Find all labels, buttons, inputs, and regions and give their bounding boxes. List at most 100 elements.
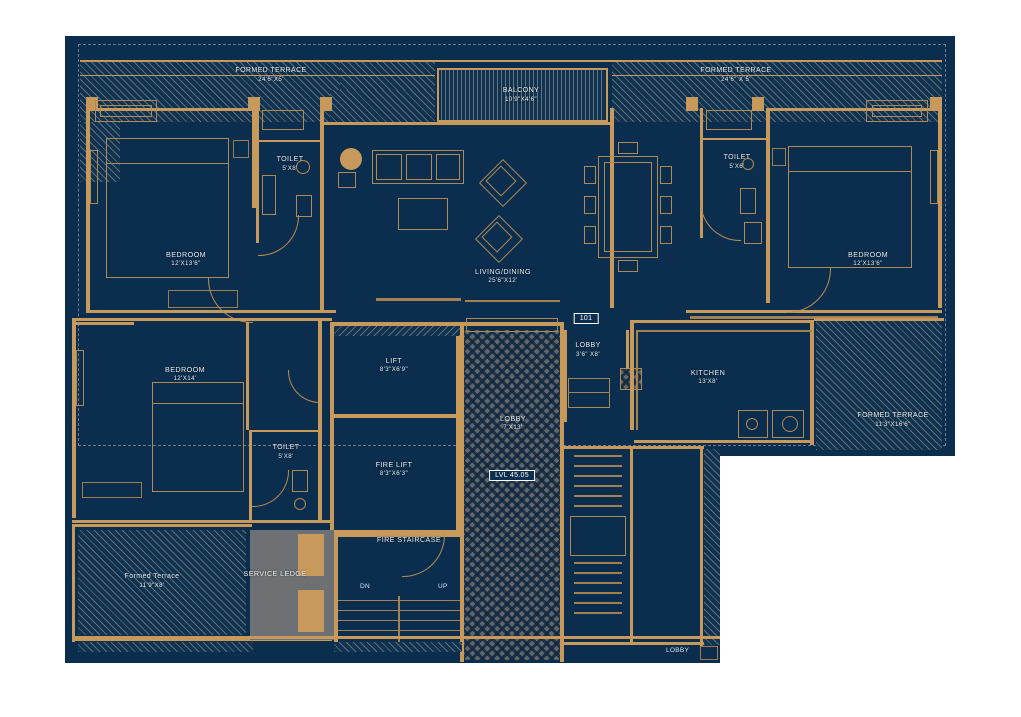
stair-stringer (398, 596, 400, 644)
sofa-main (372, 150, 464, 184)
room-label-toilet-mid-left: TOILET 5'X8' (273, 443, 300, 462)
wall-toilet-ml-top (249, 430, 321, 432)
wall-bedroom-tr-bottom (686, 310, 942, 313)
wall-lift-left (330, 322, 334, 537)
hob-appliance (738, 410, 768, 438)
room-label-fire-lift: FIRE LIFT 8'3"X6'3" (376, 460, 413, 479)
terrace-top-left-hatch-c (330, 90, 435, 123)
hob-burner (746, 418, 758, 430)
wardrobe (930, 150, 938, 204)
level-marker: LVL 45.05 (489, 470, 535, 481)
lobby-bottom-label: LOBBY (666, 647, 690, 654)
terrace-top-left-hatch-b (340, 62, 435, 90)
wall-toilet-tl-right (320, 108, 324, 313)
room-label-balcony: BALCONY 10'9"X4'6" (503, 86, 539, 105)
room-dimension: 11'3"X16'6" (875, 421, 911, 429)
stair-tread (574, 582, 622, 584)
room-dimension: 5'X6' (729, 163, 745, 171)
dining-chair (660, 196, 672, 214)
round-table (340, 148, 362, 170)
terrace-top-right-hatch (612, 62, 942, 122)
wall-left-outer-mid (72, 318, 76, 518)
chair (338, 172, 356, 188)
wall-lobby-left (460, 326, 464, 662)
wall-bedroom-mid-bottom (72, 520, 332, 523)
room-name: KITCHEN (690, 368, 726, 377)
wall-lift-divider (330, 414, 460, 418)
stair-tread (574, 485, 622, 487)
room-dimension: 8'3"X6'3" (379, 470, 409, 478)
wardrobe (76, 350, 84, 406)
dining-chair-head (618, 142, 638, 154)
wc-fixture (292, 470, 308, 492)
dining-chair (660, 166, 672, 184)
service-strip-hatch (704, 449, 720, 645)
sofa-cushion (436, 154, 460, 180)
room-name: FIRE LIFT (375, 460, 413, 469)
column (320, 97, 332, 111)
wall-living-right (610, 108, 614, 308)
wardrobe (90, 150, 98, 204)
column (930, 97, 942, 111)
wall-toilet-tr-right (766, 108, 770, 303)
room-dimension: 12'X13'6" (853, 260, 883, 268)
stair-tread (574, 455, 622, 457)
wall-terrace-bl-top (72, 524, 252, 527)
bed-headboard (788, 146, 912, 172)
room-dimension: 24'6" X 5' (721, 76, 751, 84)
room-label-terrace-right: FORMED TERRACE 11'3"X16'6" (857, 411, 928, 430)
canvas-cutout-right-top (955, 0, 1021, 456)
room-name: LIVING/DINING (475, 267, 531, 276)
window-seat-inner (872, 105, 922, 117)
wall-kitchen-right (810, 320, 814, 445)
washer-drum (782, 416, 798, 432)
wall-stub (72, 322, 134, 325)
balcony-top-wall (437, 68, 608, 70)
room-name: BEDROOM (165, 365, 205, 374)
stair-tread (574, 505, 622, 507)
terrace-top-left-hatch (80, 62, 340, 122)
room-dimension: 5'X8' (278, 453, 294, 461)
basin-fixture (294, 498, 306, 510)
wc-fixture (296, 195, 312, 217)
coffee-table (398, 198, 448, 230)
room-label-bedroom-top-right: BEDROOM 12'X13'6" (848, 250, 888, 269)
room-name: TOILET (272, 444, 300, 451)
wall-bedroom-tl-top (86, 108, 256, 111)
wall-bedroom-mid-top (72, 318, 332, 321)
bed-headboard (152, 382, 244, 404)
wall-kitchen-left (630, 320, 634, 430)
wall-toilet-tr-top (700, 138, 770, 140)
shower-tray (262, 175, 276, 215)
wall-stair-top (334, 530, 462, 533)
dining-table-inner (604, 162, 652, 252)
room-label-lobby-main: LOBBY 7'X13' (500, 414, 526, 433)
dining-table (598, 156, 658, 258)
wall-lift-top (330, 322, 460, 326)
room-name: FORMED TERRACE (857, 412, 929, 419)
stair-direction-dn: DN (360, 583, 370, 590)
room-label-living-dining: LIVING/DINING 25'6"X12' (475, 267, 531, 286)
room-dimension: 3'6" X8' (576, 351, 600, 359)
side-table (772, 148, 786, 166)
wall-left-outer (86, 108, 90, 313)
wall-core-mid (630, 449, 633, 644)
room-name: FORMED TERRACE (235, 67, 307, 74)
stair-tread (574, 475, 622, 477)
room-name: Formed Terrace (124, 573, 180, 580)
dining-chair (584, 226, 596, 244)
balcony-hatch (441, 70, 604, 122)
unit-number-tag: 101 (573, 313, 599, 324)
wall-toilet-ml-left (249, 430, 252, 520)
room-dimension: 5'X8' (282, 165, 298, 173)
room-name: TOILET (723, 154, 751, 161)
room-dimension: 11'9"X8' (139, 582, 165, 590)
room-label-toilet-top-left: TOILET 5'X8' (277, 155, 304, 174)
terrace-line-right (612, 75, 942, 76)
wall-terrace-right-top (814, 318, 944, 321)
bottom-hatch-band (78, 642, 253, 652)
room-label-lobby-unit: LOBBY 3'6" X8' (575, 341, 600, 360)
wall-lobby-right (560, 326, 564, 662)
wall-unit-lobby-left (564, 330, 567, 422)
